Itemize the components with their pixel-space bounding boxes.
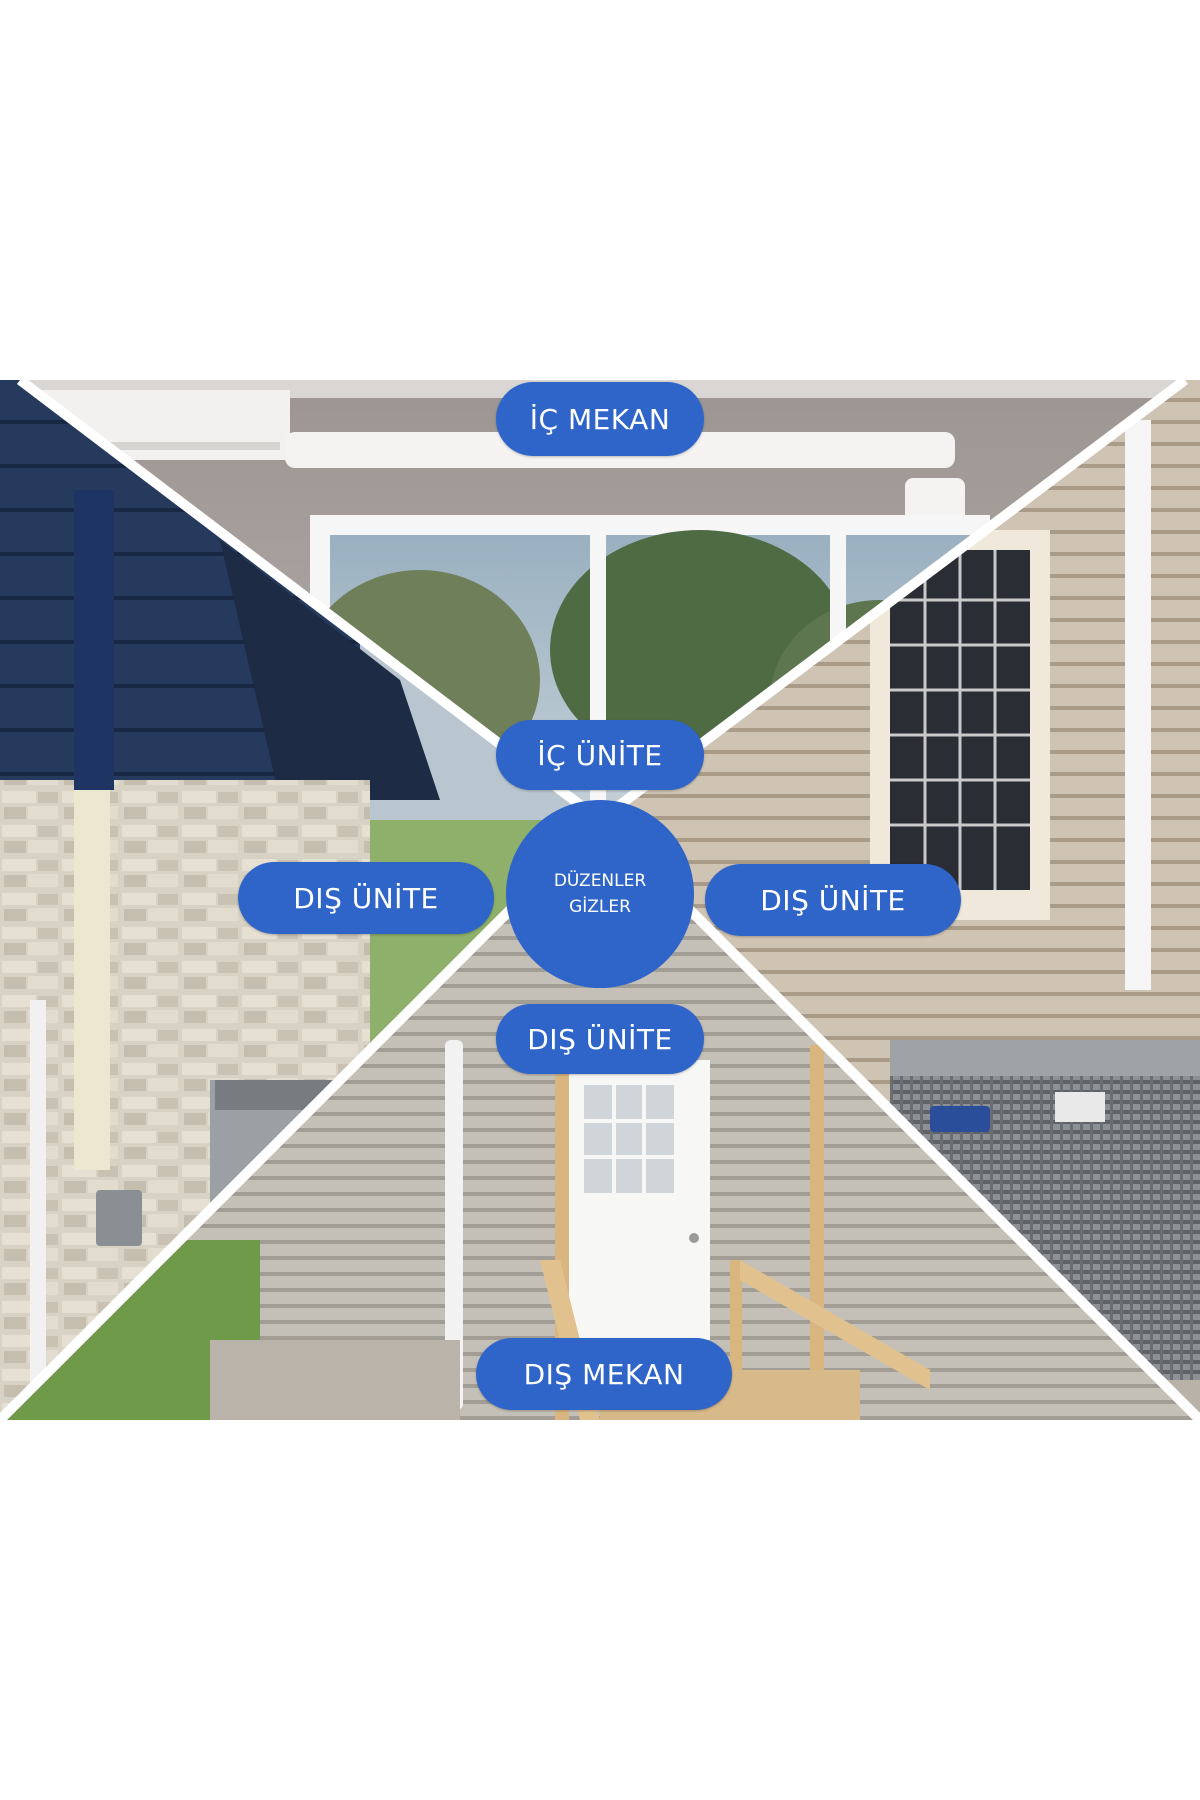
label-indoor-unit: İÇ ÜNİTE — [496, 720, 704, 790]
center-badge-line2: GİZLER — [569, 897, 631, 917]
label-outdoor-unit-right: DIŞ ÜNİTE — [705, 864, 961, 936]
divider-bottom-right — [596, 816, 1200, 1420]
divider-bottom-left — [0, 816, 604, 1420]
label-outdoor-unit-left: DIŞ ÜNİTE — [238, 862, 494, 934]
center-badge: DÜZENLER GİZLER — [506, 800, 694, 988]
photo-collage — [0, 380, 1200, 1420]
label-outdoor-space: DIŞ MEKAN — [476, 1338, 732, 1410]
label-indoor-space: İÇ MEKAN — [496, 382, 704, 456]
collage-graphic — [0, 380, 1200, 1420]
center-badge-line1: DÜZENLER — [553, 871, 647, 891]
label-outdoor-unit-bottom: DIŞ ÜNİTE — [496, 1004, 704, 1074]
